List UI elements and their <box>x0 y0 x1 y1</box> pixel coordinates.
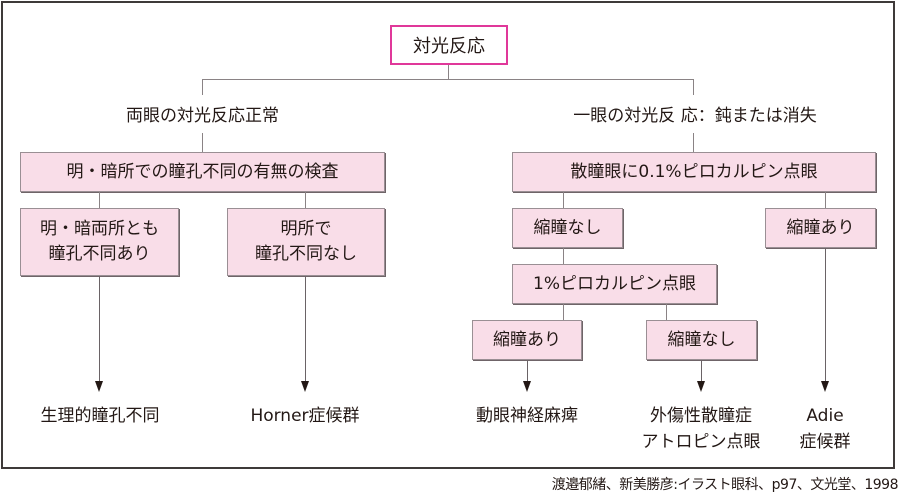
result-adie-syndrome: Adie 症候群 <box>799 406 851 452</box>
connector <box>693 133 694 152</box>
arrow-line <box>305 276 306 382</box>
connector <box>563 248 564 264</box>
left-test-box: 明・暗所での瞳孔不同の有無の検査 <box>20 152 385 192</box>
connector <box>202 79 203 95</box>
result-traumatic-mydriasis: 外傷性散瞳症 アトロピン点眼 <box>641 406 761 452</box>
root-node: 対光反応 <box>390 25 508 65</box>
result-physiological-anisocoria: 生理的瞳孔不同 <box>40 406 160 426</box>
diagram-frame <box>1 1 895 469</box>
connector <box>448 65 449 79</box>
second-test-box: 1%ピロカルピン点眼 <box>512 264 717 304</box>
arrow-down-icon <box>697 381 705 392</box>
source-credit: 渡邉郁緒、新美勝彦:イラスト眼科、p97、文光堂、1998 <box>551 477 899 493</box>
arrow-line <box>701 360 702 382</box>
connector <box>202 133 203 152</box>
left-condition-box-2: 明所で 瞳孔不同なし <box>227 208 385 276</box>
result-oculomotor-palsy: 動眼神経麻痺 <box>476 406 578 426</box>
arrow-line <box>527 360 528 382</box>
arrow-line <box>99 276 100 382</box>
connector <box>563 192 564 208</box>
right-test-box: 散瞳眼に0.1%ピロカルピン点眼 <box>512 152 876 192</box>
result-horner: Horner症候群 <box>250 406 360 426</box>
connector <box>99 192 100 208</box>
left-heading: 両眼の対光反応正常 <box>126 106 279 126</box>
right-heading: 一眼の対光反 応：鈍または消失 <box>573 106 817 126</box>
arrow-down-icon <box>523 381 531 392</box>
arrow-down-icon <box>95 381 103 392</box>
second-miosis-box: 縮瞳あり <box>472 320 582 360</box>
miosis-box: 縮瞳あり <box>765 208 876 248</box>
connector <box>563 304 564 320</box>
second-no-miosis-box: 縮瞳なし <box>646 320 757 360</box>
connector <box>693 79 694 95</box>
left-condition-box-1: 明・暗両所とも 瞳孔不同あり <box>20 208 179 276</box>
arrow-down-icon <box>301 381 309 392</box>
root-label: 対光反応 <box>413 36 485 57</box>
connector <box>666 304 667 320</box>
arrow-down-icon <box>821 381 829 392</box>
no-miosis-box: 縮瞳なし <box>512 208 623 248</box>
connector <box>305 192 306 208</box>
connector <box>202 79 694 80</box>
connector <box>825 192 826 208</box>
arrow-line <box>825 248 826 382</box>
